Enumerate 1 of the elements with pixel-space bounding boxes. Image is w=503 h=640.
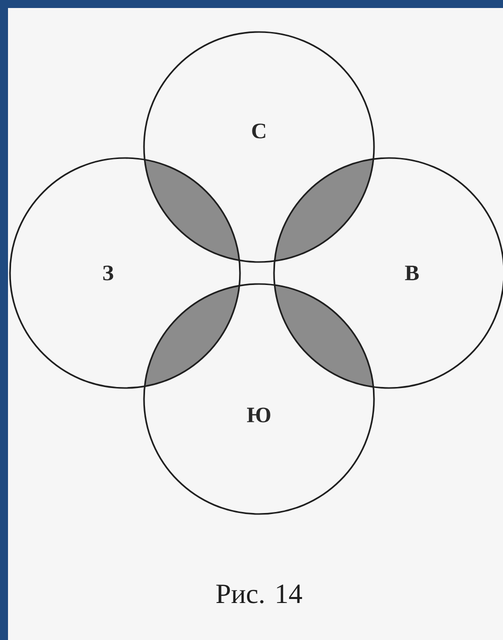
caption: Рис. 14 [216, 584, 302, 604]
